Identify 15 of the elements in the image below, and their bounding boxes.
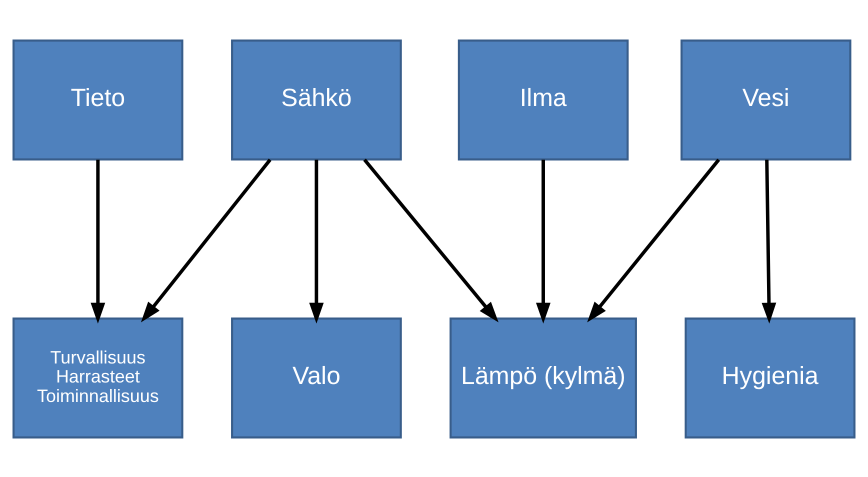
arrow (140, 158, 272, 322)
node-box: Hygienia (684, 316, 856, 438)
node-box: Lämpö (kylmä) (450, 316, 637, 438)
arrow (536, 159, 551, 324)
arrow (587, 158, 720, 322)
arrow (309, 159, 324, 324)
node-box: Vesi (680, 39, 852, 160)
node-box: Turvallisuus Harrasteet Toiminnallisuus (12, 316, 184, 438)
node-box: Tieto (12, 39, 184, 160)
node-box: Sähkö (231, 39, 402, 160)
arrow (762, 159, 776, 324)
node-box: Ilma (458, 39, 629, 160)
node-box: Valo (231, 316, 402, 438)
arrow (363, 158, 499, 322)
arrow (90, 159, 106, 324)
